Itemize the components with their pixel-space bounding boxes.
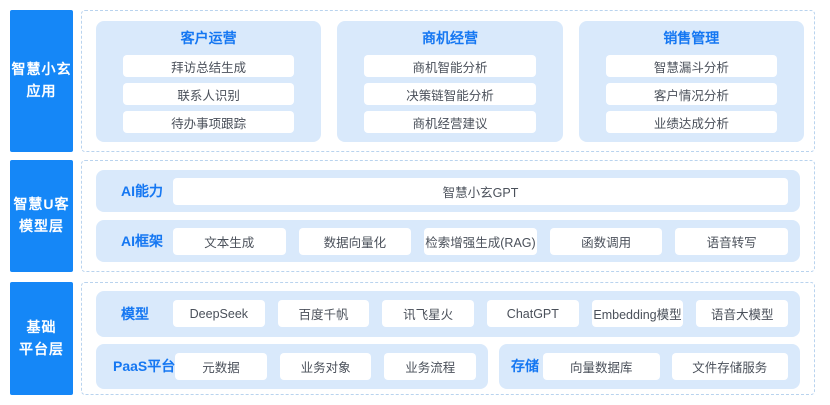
storage-chip: 文件存储服务 — [671, 352, 788, 380]
layer-label-line: 智慧U客 — [13, 196, 70, 213]
layer-label-line: 基础 — [26, 318, 57, 335]
model-chip: Embedding模型 — [591, 300, 684, 328]
feature-chip: 文本生成 — [173, 227, 286, 255]
platform-panel: 模型 DeepSeek 百度千帆 讯飞星火 ChatGPT Embedding模… — [81, 282, 815, 395]
bar-title: AI能力 — [121, 183, 163, 199]
feature-chip: 业绩达成分析 — [605, 111, 777, 133]
bar-ai-framework: AI框架 文本生成 数据向量化 检索增强生成(RAG) 函数调用 语音转写 — [96, 220, 800, 262]
bar-title: PaaS平台 — [113, 358, 176, 375]
layer-label-platform: 基础 平台层 — [10, 282, 73, 395]
model-chip: DeepSeek — [173, 300, 265, 328]
group-opportunity-management: 商机经营 商机智能分析 决策链智能分析 商机经营建议 — [337, 21, 563, 142]
feature-chip: 决策链智能分析 — [364, 83, 536, 105]
layer-label-line: 平台层 — [19, 340, 64, 357]
group-customer-operations: 客户运营 拜访总结生成 联系人识别 待办事项跟踪 — [96, 21, 322, 142]
feature-chip: 语音转写 — [675, 227, 788, 255]
feature-chip: 函数调用 — [549, 227, 663, 255]
group-title: 客户运营 — [180, 30, 237, 46]
group-sales-management: 销售管理 智慧漏斗分析 客户情况分析 业绩达成分析 — [578, 21, 804, 142]
feature-chip: 联系人识别 — [123, 83, 295, 105]
feature-chip: 客户情况分析 — [605, 83, 777, 105]
bar-chips: 智慧小玄GPT — [173, 177, 788, 205]
platform-bottom-row: PaaS平台 元数据 业务对象 业务流程 存储 向量数据库 文件存储服务 — [96, 343, 800, 389]
model-panel: AI能力 智慧小玄GPT AI框架 文本生成 数据向量化 检索增强生成(RAG)… — [81, 160, 815, 272]
layer-label-line: 应用 — [26, 83, 57, 99]
group-title: 销售管理 — [663, 30, 720, 46]
bar-title: AI框架 — [121, 233, 163, 249]
feature-chip: 检索增强生成(RAG) — [424, 227, 537, 255]
bar-title: 模型 — [121, 305, 149, 322]
feature-chip: 智慧漏斗分析 — [605, 55, 777, 77]
bar-paas: PaaS平台 元数据 业务对象 业务流程 — [96, 343, 488, 389]
model-chip: 讯飞星火 — [382, 300, 475, 328]
bar-chips: 文本生成 数据向量化 检索增强生成(RAG) 函数调用 语音转写 — [173, 227, 788, 255]
feature-chip: 智慧小玄GPT — [173, 177, 788, 205]
model-chip: 语音大模型 — [696, 300, 789, 328]
group-title: 商机经营 — [421, 30, 478, 46]
app-panel: 客户运营 拜访总结生成 联系人识别 待办事项跟踪 商机经营 商机智能分析 决策链… — [81, 10, 815, 152]
bar-models: 模型 DeepSeek 百度千帆 讯飞星火 ChatGPT Embedding模… — [96, 291, 800, 337]
feature-chip: 拜访总结生成 — [123, 55, 295, 77]
model-chip: 百度千帆 — [277, 300, 370, 328]
layer-platform: 基础 平台层 模型 DeepSeek 百度千帆 讯飞星火 ChatGPT Emb… — [10, 282, 815, 395]
paas-chip: 业务对象 — [279, 352, 372, 380]
feature-chip: 待办事项跟踪 — [123, 111, 295, 133]
bar-storage: 存储 向量数据库 文件存储服务 — [499, 343, 800, 389]
layer-app: 智慧小玄 应用 客户运营 拜访总结生成 联系人识别 待办事项跟踪 商机经营 商机… — [10, 10, 815, 152]
feature-chip: 商机智能分析 — [364, 55, 536, 77]
feature-chip: 商机经营建议 — [364, 111, 536, 133]
layer-label-line: 模型层 — [19, 218, 64, 234]
paas-chip: 元数据 — [175, 352, 267, 380]
model-chip: ChatGPT — [487, 300, 579, 328]
bar-chips: DeepSeek 百度千帆 讯飞星火 ChatGPT Embedding模型 语… — [173, 300, 789, 328]
paas-chip: 业务流程 — [384, 352, 476, 380]
layer-label-model: 智慧U客 模型层 — [10, 160, 73, 272]
storage-chip: 向量数据库 — [543, 352, 660, 380]
layer-label-app: 智慧小玄 应用 — [10, 10, 73, 152]
bar-title: 存储 — [511, 358, 539, 375]
feature-chip: 数据向量化 — [298, 227, 412, 255]
bar-chips: 元数据 业务对象 业务流程 — [175, 352, 476, 380]
layer-model: 智慧U客 模型层 AI能力 智慧小玄GPT AI框架 文本生成 数据向量化 检索… — [10, 160, 815, 272]
bar-chips: 向量数据库 文件存储服务 — [543, 352, 788, 380]
layer-label-line: 智慧小玄 — [11, 61, 72, 78]
bar-ai-capability: AI能力 智慧小玄GPT — [96, 170, 800, 212]
